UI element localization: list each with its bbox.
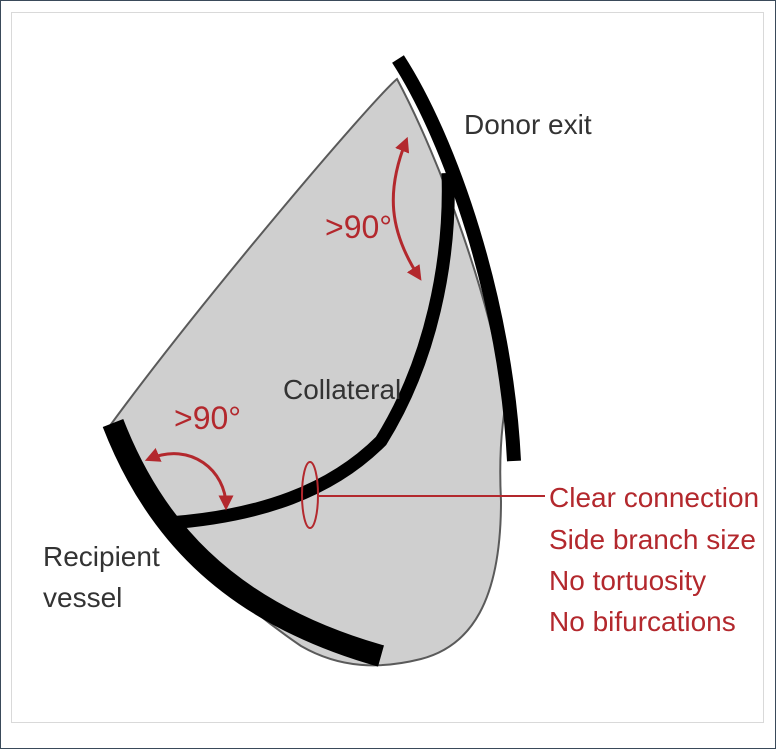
angle-arrow-top	[391, 136, 422, 281]
connection-ellipse	[301, 461, 319, 529]
criteria-item-no-tortuosity: No tortuosity	[549, 565, 706, 596]
donor-vessel	[392, 55, 521, 462]
angle-label-top: >90°	[325, 209, 392, 245]
criteria-item-no-bifurcations: No bifurcations	[549, 606, 736, 637]
collateral-label: Collateral	[283, 374, 401, 405]
criteria-item-clear-connection: Clear connection	[549, 482, 759, 513]
recipient-vessel-label-line2: vessel	[43, 582, 122, 613]
angle-label-bottom: >90°	[174, 400, 241, 436]
recipient-vessel	[102, 419, 384, 667]
criteria-item-side-branch-size: Side branch size	[549, 524, 756, 555]
angle-arrow-bottom	[144, 447, 234, 511]
donor-exit-label: Donor exit	[464, 109, 592, 140]
recipient-vessel-label-line1: Recipient	[43, 541, 160, 572]
collateral-vessel	[168, 172, 455, 530]
figure-inner-border	[11, 12, 764, 723]
